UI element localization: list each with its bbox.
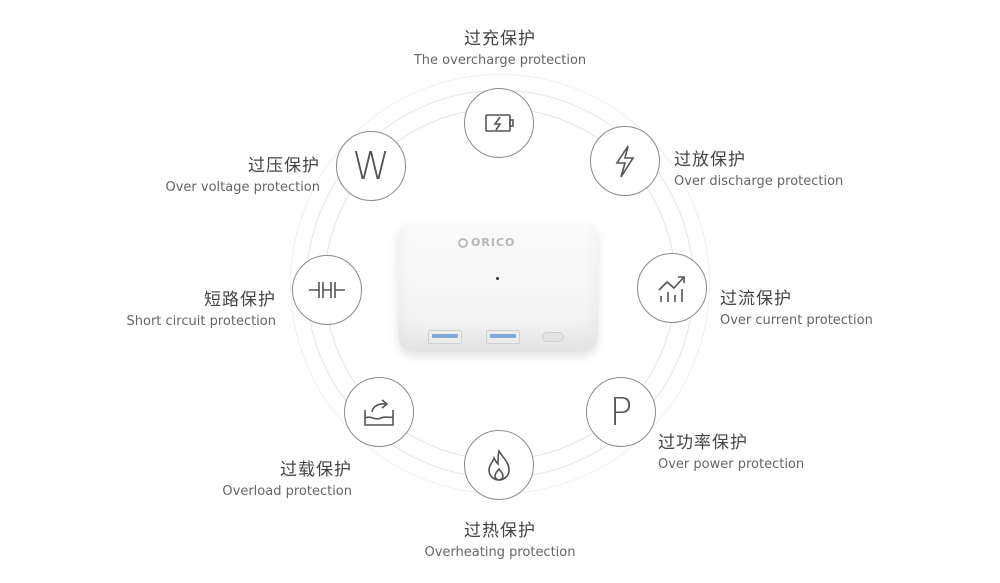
- label-heating: 过热保护 Overheating protection: [424, 521, 576, 560]
- flame-icon: [464, 430, 534, 500]
- label-current: 过流保护 Over current protection: [720, 289, 873, 328]
- lightning-icon: [590, 126, 660, 196]
- label-voltage: 过压保护 Over voltage protection: [165, 156, 320, 195]
- label-overload: 过载保护 Overload protection: [222, 460, 352, 499]
- rising-chart-icon: [637, 253, 707, 323]
- overflow-tray-icon: [344, 377, 414, 447]
- status-led: [496, 277, 499, 280]
- usb-port-1: [428, 330, 462, 344]
- brand-logo: ORICO: [458, 236, 515, 249]
- letter-w-icon: W: [336, 131, 406, 201]
- battery-charge-icon: [464, 88, 534, 158]
- usb-hub-device: ORICO: [398, 222, 598, 352]
- label-discharge: 过放保护 Over discharge protection: [674, 150, 844, 189]
- letter-p-icon: P: [586, 377, 656, 447]
- usb-c-port: [542, 332, 564, 342]
- label-overcharge: 过充保护 The overcharge protection: [413, 29, 587, 68]
- capacitor-icon: [292, 255, 362, 325]
- label-power: 过功率保护 Over power protection: [658, 433, 805, 472]
- usb-port-2: [486, 330, 520, 344]
- label-short: 短路保护 Short circuit protection: [126, 290, 276, 329]
